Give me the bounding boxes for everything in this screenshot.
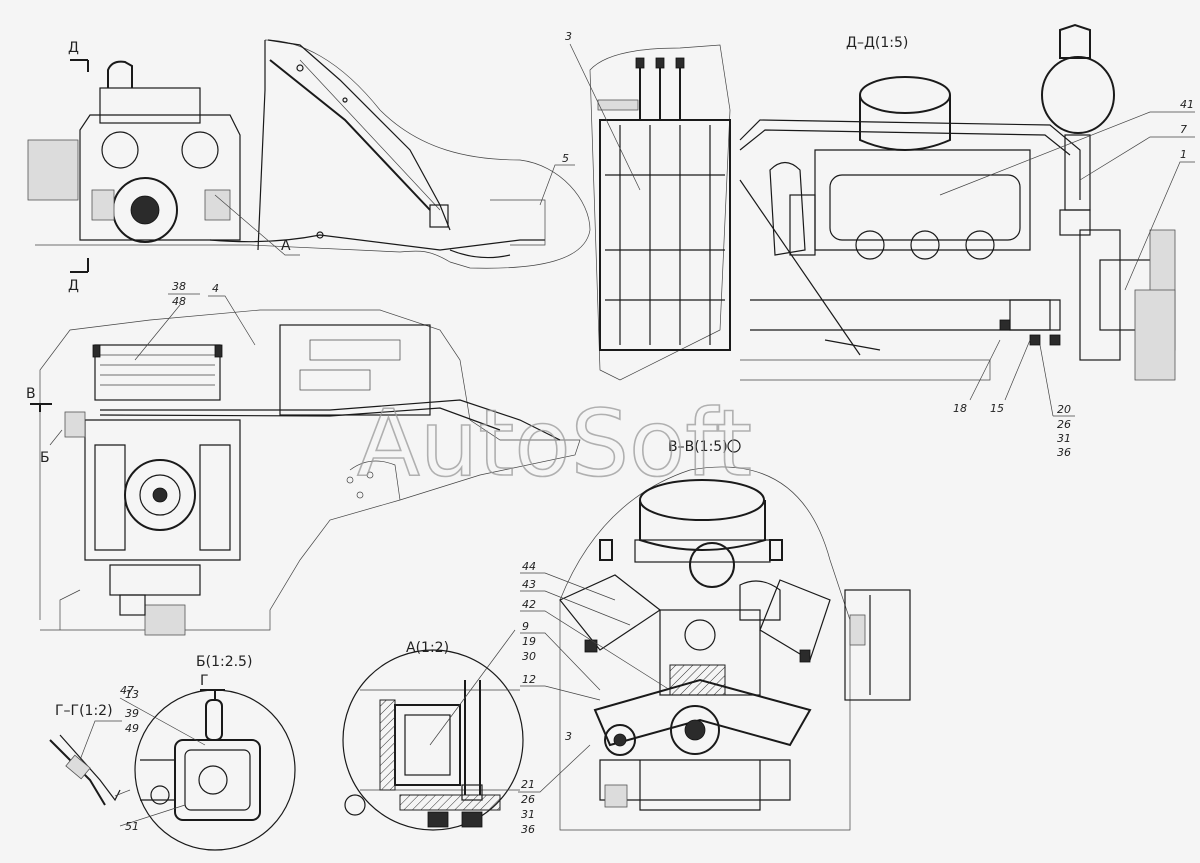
section-marker-v: В Б xyxy=(26,386,63,466)
marker-d-top: Д xyxy=(68,40,79,56)
callout-1: 1 xyxy=(1180,148,1187,161)
callout-51: 51 xyxy=(125,820,139,833)
view-vv: В–В(1:5) xyxy=(559,439,911,831)
detail-b-title: Б(1:2.5) xyxy=(196,654,252,670)
view-vv-title: В–В(1:5) xyxy=(668,439,728,455)
callouts-view-dd: 3 41 7 1 18 15 20 26 31 36 xyxy=(565,30,1195,459)
callout-15: 15 xyxy=(990,402,1004,415)
callout-38: 38 xyxy=(172,280,186,293)
callout-31a: 31 xyxy=(1057,432,1071,445)
section-gg-title: Г–Г(1:2) xyxy=(55,703,113,719)
callout-21: 21 xyxy=(521,778,535,791)
marker-v: В xyxy=(26,386,36,402)
detail-b: Б(1:2.5) Г 47 51 xyxy=(119,654,296,851)
section-marker-d: Д Д xyxy=(68,40,89,294)
callout-41: 41 xyxy=(1180,98,1194,111)
callout-44: 44 xyxy=(522,560,536,573)
callout-36b: 36 xyxy=(521,823,535,836)
callout-31b: 31 xyxy=(521,808,535,821)
marker-d-bottom: Д xyxy=(68,278,79,294)
callout-9: 9 xyxy=(522,620,529,633)
top-view-engine xyxy=(39,309,581,636)
callout-12: 12 xyxy=(522,673,536,686)
callout-top-left: А 5 xyxy=(214,152,575,256)
callout-13: 13 xyxy=(125,688,139,701)
callout-48: 48 xyxy=(172,295,186,308)
watermark-text: AutoSoft xyxy=(357,390,752,497)
marker-g: Г xyxy=(200,673,209,689)
callout-30: 30 xyxy=(522,650,536,663)
view-dd: Д–Д(1:5) xyxy=(589,23,1176,381)
callout-3-vv: 3 xyxy=(565,730,572,743)
marker-a-leader: А xyxy=(281,238,291,254)
callout-39: 39 xyxy=(125,707,139,720)
callout-38-48-4: 38 48 4 xyxy=(134,280,256,361)
callouts-view-vv: 44 43 42 9 19 30 12 21 26 31 36 3 xyxy=(518,560,671,836)
callout-20: 20 xyxy=(1057,403,1071,416)
top-left-engine-view xyxy=(27,39,591,269)
callout-47: 47 xyxy=(120,684,134,697)
detail-a-title: А(1:2) xyxy=(406,640,449,656)
callout-18: 18 xyxy=(953,402,967,415)
callout-26a: 26 xyxy=(1057,418,1071,431)
callout-36a: 36 xyxy=(1057,446,1071,459)
view-dd-title: Д–Д(1:5) xyxy=(846,35,908,51)
callout-49: 49 xyxy=(125,722,139,735)
callout-3: 3 xyxy=(565,30,572,43)
detail-a: А(1:2) xyxy=(342,629,524,831)
callout-7: 7 xyxy=(1180,123,1187,136)
callout-19: 19 xyxy=(522,635,536,648)
callout-5: 5 xyxy=(562,152,569,165)
callout-43: 43 xyxy=(522,578,536,591)
callout-42: 42 xyxy=(522,598,536,611)
marker-b: Б xyxy=(40,450,50,466)
callout-26b: 26 xyxy=(521,793,535,806)
callout-4: 4 xyxy=(212,282,219,295)
section-gg: Г–Г(1:2) 13 39 49 xyxy=(49,688,139,806)
